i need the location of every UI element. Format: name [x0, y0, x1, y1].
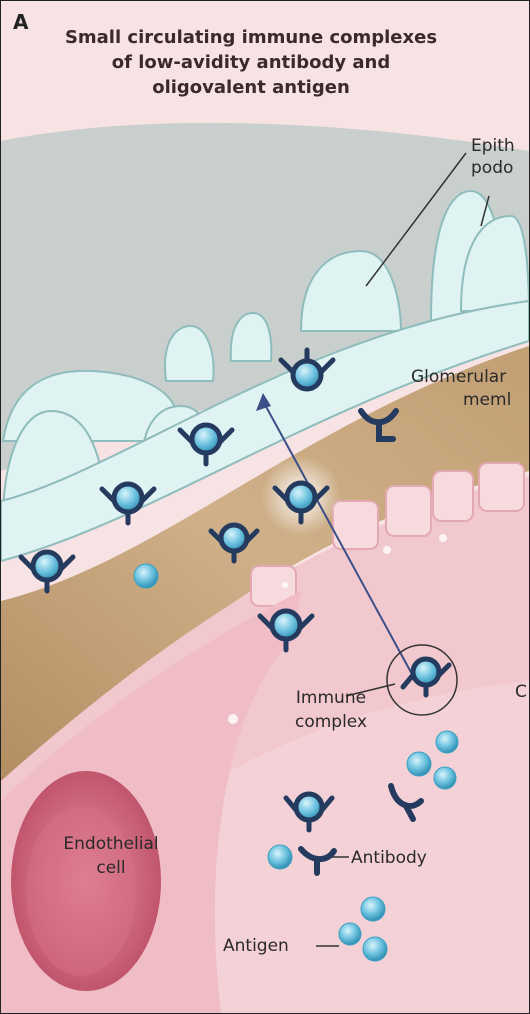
antigen	[268, 845, 292, 869]
antigen	[339, 923, 361, 945]
label-endothelial-1: Endothelial	[41, 833, 181, 855]
label-membrane: meml	[463, 389, 511, 411]
label-podocyte: podo	[471, 157, 513, 179]
label-epithelial: Epith	[471, 135, 515, 157]
figure-title: Small circulating immune complexes of lo…	[61, 25, 441, 100]
label-antigen: Antigen	[223, 935, 289, 957]
antigen	[134, 564, 158, 588]
panel-letter: A	[13, 11, 28, 33]
antigen	[361, 897, 385, 921]
label-antibody: Antibody	[351, 847, 427, 869]
label-immune-complex-2: complex	[271, 711, 391, 733]
antigen	[434, 767, 456, 789]
label-endothelial-2: cell	[41, 857, 181, 879]
label-immune-complex-1: Immune	[271, 687, 391, 709]
label-cutoff: C	[515, 681, 527, 703]
antigen	[363, 937, 387, 961]
antigen	[407, 752, 431, 776]
antigen	[436, 731, 458, 753]
label-glomerular: Glomerular	[411, 366, 506, 388]
